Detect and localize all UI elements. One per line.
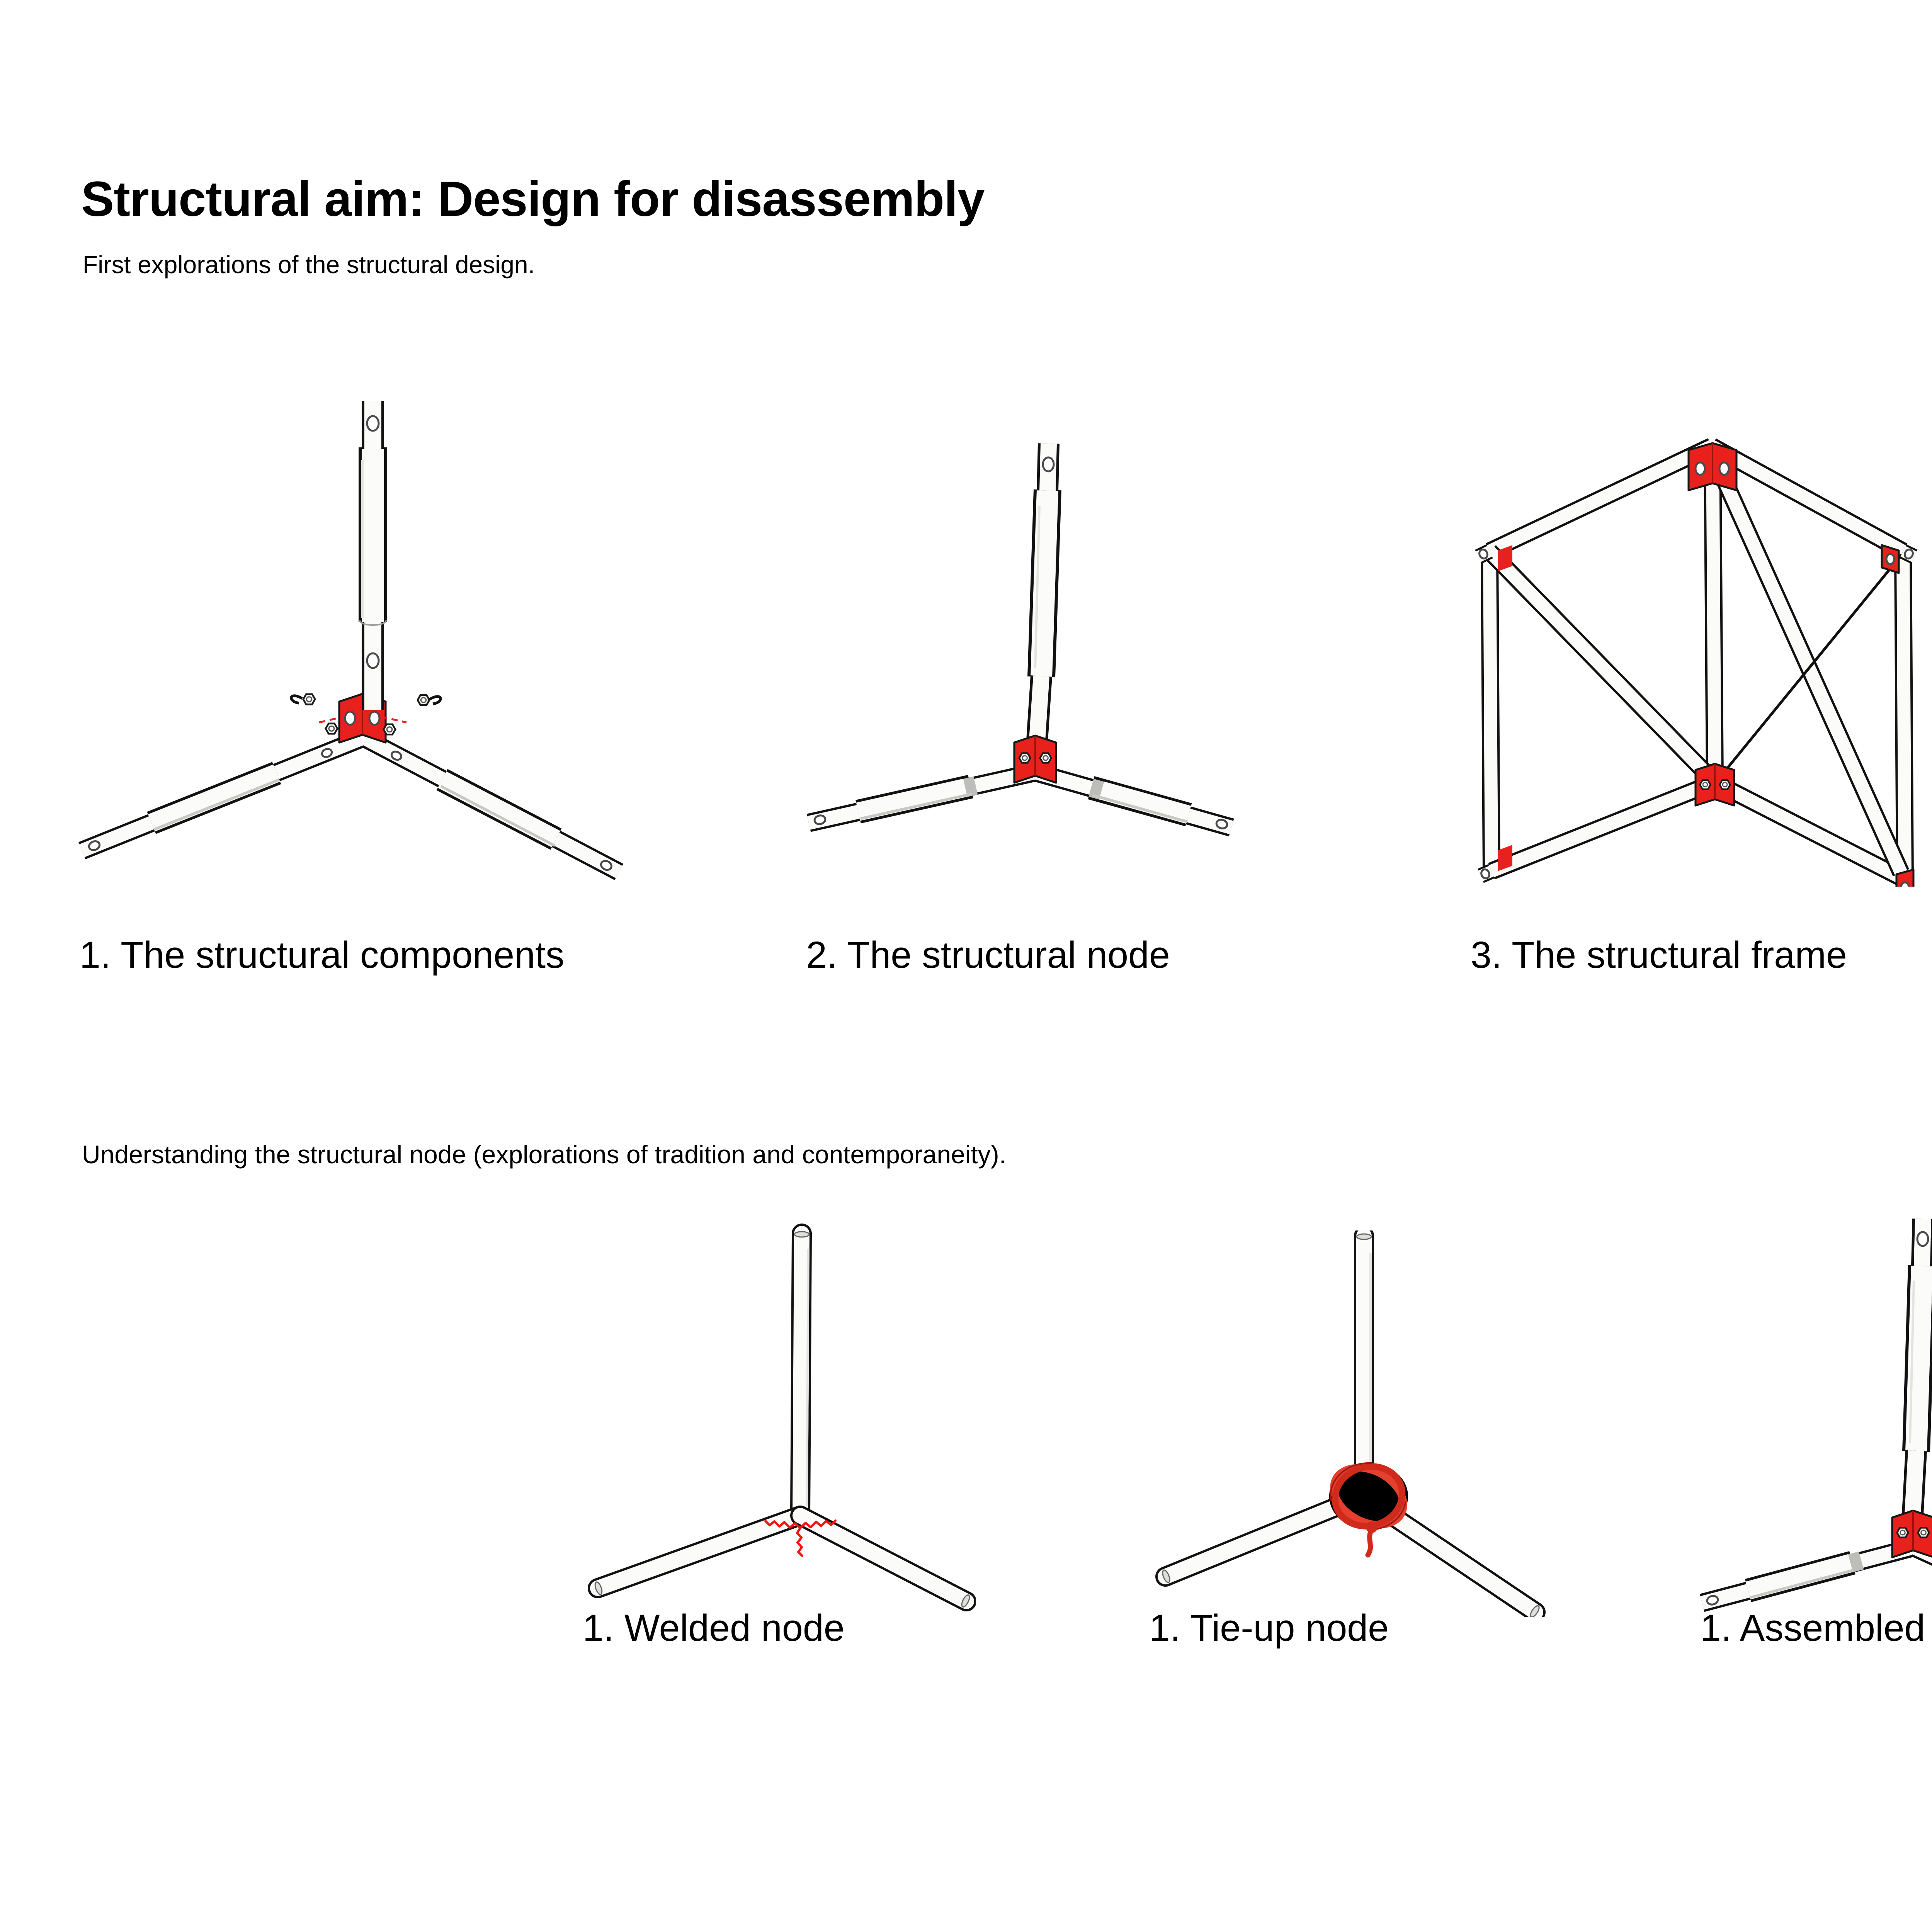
- assembled-node-figure: [1694, 1215, 1932, 1634]
- welded-node-figure: [585, 1223, 976, 1617]
- page-title: Structural aim: Design for disassembly: [81, 172, 985, 227]
- left-arm-bar: [1702, 1548, 1911, 1603]
- corner-top-center-connector: [1687, 442, 1738, 491]
- red-angle-plate: [1013, 734, 1057, 784]
- tube-end-caps: [1162, 1233, 1540, 1617]
- exploded-bolt-left: [290, 694, 315, 704]
- structural-frame-drawing: [1475, 438, 1918, 887]
- figure-caption-tie-up-node: 1. Tie-up node: [1149, 1607, 1389, 1649]
- arm-plate-holes: [88, 748, 613, 871]
- red-angle-plate: [1891, 1509, 1932, 1558]
- structural-components-figure: [73, 390, 634, 889]
- exploded-bolt-right: [418, 695, 442, 705]
- frame-members: [1490, 446, 1905, 880]
- corner-top-left: [1475, 544, 1512, 571]
- nut-on-right-arm: [384, 724, 396, 734]
- right-arm-bar: [366, 739, 619, 872]
- structural-components-drawing: [73, 390, 634, 889]
- tie-up-node-drawing: [1155, 1230, 1546, 1617]
- right-arm-bar: [1037, 773, 1231, 828]
- corner-top-right: [1881, 544, 1918, 574]
- vertical-bar: [1910, 1219, 1928, 1521]
- tubes: [598, 1234, 966, 1601]
- rope-tail: [1365, 1526, 1374, 1558]
- tension-cable: [1715, 553, 1903, 783]
- vertical-bar: [360, 401, 386, 710]
- corner-bottom-center-connector: [1694, 763, 1735, 807]
- corner-bottom-right: [1895, 868, 1915, 887]
- figure-caption-structural-components: 1. The structural components: [80, 934, 565, 976]
- tip-holes: [813, 814, 1228, 829]
- structural-frame-figure: [1472, 438, 1922, 887]
- rope-lashing: [1329, 1462, 1408, 1558]
- structural-node-figure: [798, 437, 1242, 838]
- figure-caption-structural-node: 2. The structural node: [806, 934, 1170, 976]
- section-heading: Understanding the structural node (explo…: [82, 1140, 1007, 1169]
- tie-up-node-figure: [1155, 1230, 1546, 1617]
- tubes: [1165, 1236, 1536, 1612]
- corner-bottom-left: [1478, 845, 1512, 883]
- left-arm-bar: [809, 773, 1034, 823]
- left-arm-bar: [82, 739, 360, 851]
- tip-holes: [1706, 1595, 1719, 1606]
- figure-caption-assembled-node: 1. Assembled node: [1700, 1607, 1932, 1649]
- vertical-bar: [1035, 444, 1054, 746]
- weld-seam: [764, 1519, 837, 1557]
- tube-end-caps: [594, 1231, 970, 1608]
- structural-node-drawing: [798, 437, 1242, 838]
- figure-caption-welded-node: 1. Welded node: [583, 1607, 845, 1649]
- figure-caption-structural-frame: 3. The structural frame: [1471, 934, 1847, 976]
- welded-node-drawing: [585, 1223, 976, 1617]
- assembled-node-drawing: [1694, 1215, 1932, 1634]
- page-subtitle: First explorations of the structural des…: [83, 251, 535, 279]
- nut-on-left-arm: [326, 724, 338, 734]
